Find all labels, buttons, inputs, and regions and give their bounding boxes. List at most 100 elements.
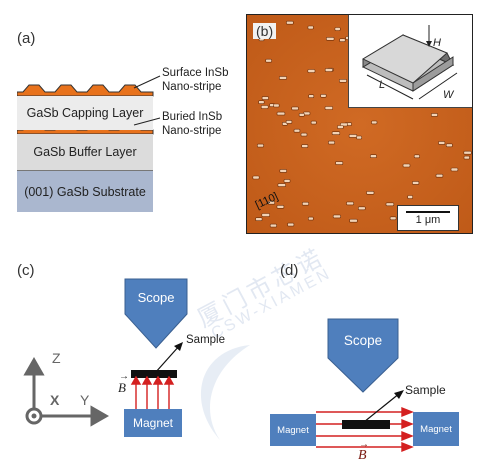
afm-nano-stripe — [358, 206, 366, 211]
afm-nano-stripe — [277, 183, 286, 187]
magnet-d-left: Magnet — [270, 414, 316, 446]
afm-nano-stripe — [301, 201, 309, 206]
afm-nano-stripe — [283, 179, 291, 183]
afm-nano-stripe — [285, 120, 293, 124]
field-c-label: → B — [118, 371, 129, 395]
field-d-label: → B — [358, 439, 369, 463]
afm-nano-stripe — [445, 143, 453, 148]
watermark-swirl — [200, 345, 250, 440]
scale-bar-label: 1 μm — [415, 214, 441, 226]
sample-d — [342, 420, 390, 429]
buried-callout: Buried InSb Nano-stripe — [162, 111, 223, 137]
stripe-inset: H L W — [348, 15, 472, 108]
axis-x-label: X — [50, 392, 60, 408]
afm-nano-stripe — [349, 218, 358, 223]
axis-z-label: Z — [52, 350, 61, 366]
panel-d-label: (d) — [280, 262, 299, 279]
afm-nano-stripe — [320, 94, 327, 98]
sample-d-label: Sample — [405, 383, 446, 397]
afm-nano-stripe — [450, 167, 459, 172]
afm-nano-stripe — [366, 191, 375, 195]
surface-callout: Surface InSb Nano-stripe — [162, 67, 229, 93]
afm-image: H L W (b) [110] 1 μm — [246, 14, 473, 234]
afm-nano-stripe — [335, 161, 344, 165]
capping-layer: GaSb Capping Layer — [17, 96, 153, 130]
afm-nano-stripe — [324, 106, 333, 110]
afm-nano-stripe — [371, 120, 378, 125]
afm-nano-stripe — [308, 94, 315, 98]
afm-nano-stripe — [431, 113, 438, 117]
sample-c-pointer — [154, 342, 183, 374]
afm-nano-stripe — [413, 154, 420, 159]
afm-nano-stripe — [287, 222, 295, 227]
afm-nano-stripe — [269, 223, 277, 228]
sample-c-label: Sample — [186, 334, 225, 346]
afm-nano-stripe — [463, 155, 470, 160]
surface-nano-stripe — [17, 84, 154, 97]
afm-nano-stripe — [328, 140, 336, 145]
afm-nano-stripe — [255, 217, 263, 221]
scale-bar-box: 1 μm — [397, 205, 459, 231]
magnet-c: Magnet — [124, 409, 182, 437]
afm-nano-stripe — [463, 150, 472, 155]
afm-nano-stripe — [261, 96, 269, 100]
scope-d-label: Scope — [343, 333, 383, 348]
afm-nano-stripe — [326, 36, 335, 41]
scope-d — [327, 318, 399, 393]
inset-label-l: L — [379, 79, 386, 91]
axis-y-label: Y — [80, 392, 90, 408]
stripe-3d-drawing — [361, 25, 458, 100]
afm-nano-stripe — [278, 76, 287, 80]
afm-nano-stripe — [385, 202, 395, 207]
afm-nano-stripe — [257, 143, 264, 148]
afm-nano-stripe — [435, 173, 444, 178]
afm-nano-stripe — [261, 213, 271, 217]
afm-nano-stripe — [324, 68, 333, 72]
afm-nano-stripe — [291, 106, 299, 111]
afm-nano-stripe — [265, 58, 272, 63]
afm-nano-stripe — [332, 214, 341, 219]
afm-nano-stripe — [389, 216, 397, 221]
afm-nano-stripe — [307, 216, 314, 221]
afm-nano-stripe — [339, 79, 347, 83]
inset-label-h: H — [433, 37, 441, 49]
afm-nano-stripe — [273, 103, 280, 108]
panel-b-label: (b) — [253, 23, 277, 39]
scope-c-label: Scope — [137, 290, 175, 305]
afm-nano-stripe — [279, 169, 287, 173]
afm-nano-stripe — [307, 25, 314, 30]
afm-nano-stripe — [301, 144, 309, 148]
afm-nano-stripe — [331, 131, 341, 135]
afm-nano-stripe — [402, 163, 411, 168]
field-arrows-c — [130, 376, 175, 410]
afm-nano-stripe — [267, 200, 275, 205]
panel-a-label: (a) — [17, 30, 36, 47]
sample-c — [131, 370, 177, 378]
afm-nano-stripe — [258, 100, 265, 104]
afm-nano-stripe — [356, 135, 363, 140]
afm-nano-stripe — [307, 69, 316, 73]
afm-nano-stripe — [412, 181, 420, 185]
scope-c — [124, 278, 188, 349]
afm-nano-stripe — [407, 195, 414, 199]
afm-nano-stripe — [346, 201, 354, 206]
substrate-layer: (001) GaSb Substrate — [17, 170, 153, 212]
afm-nano-stripe — [286, 20, 294, 25]
afm-nano-stripe — [310, 120, 317, 125]
afm-nano-stripe — [370, 154, 377, 158]
callout-lines — [133, 75, 161, 126]
magnet-d-right: Magnet — [413, 412, 459, 446]
afm-nano-stripe — [300, 132, 308, 137]
sample-d-pointer — [363, 390, 404, 423]
afm-nano-stripe — [298, 113, 305, 117]
inset-label-w: W — [443, 89, 454, 101]
afm-nano-stripe — [348, 134, 358, 138]
afm-nano-stripe — [276, 205, 285, 209]
afm-nano-stripe — [260, 105, 269, 109]
afm-nano-stripe — [276, 111, 286, 116]
afm-nano-stripe — [337, 125, 344, 129]
scale-bar-line — [406, 211, 450, 213]
panel-c-label: (c) — [17, 262, 35, 279]
afm-nano-stripe — [438, 141, 446, 145]
afm-nano-stripe — [252, 175, 260, 180]
